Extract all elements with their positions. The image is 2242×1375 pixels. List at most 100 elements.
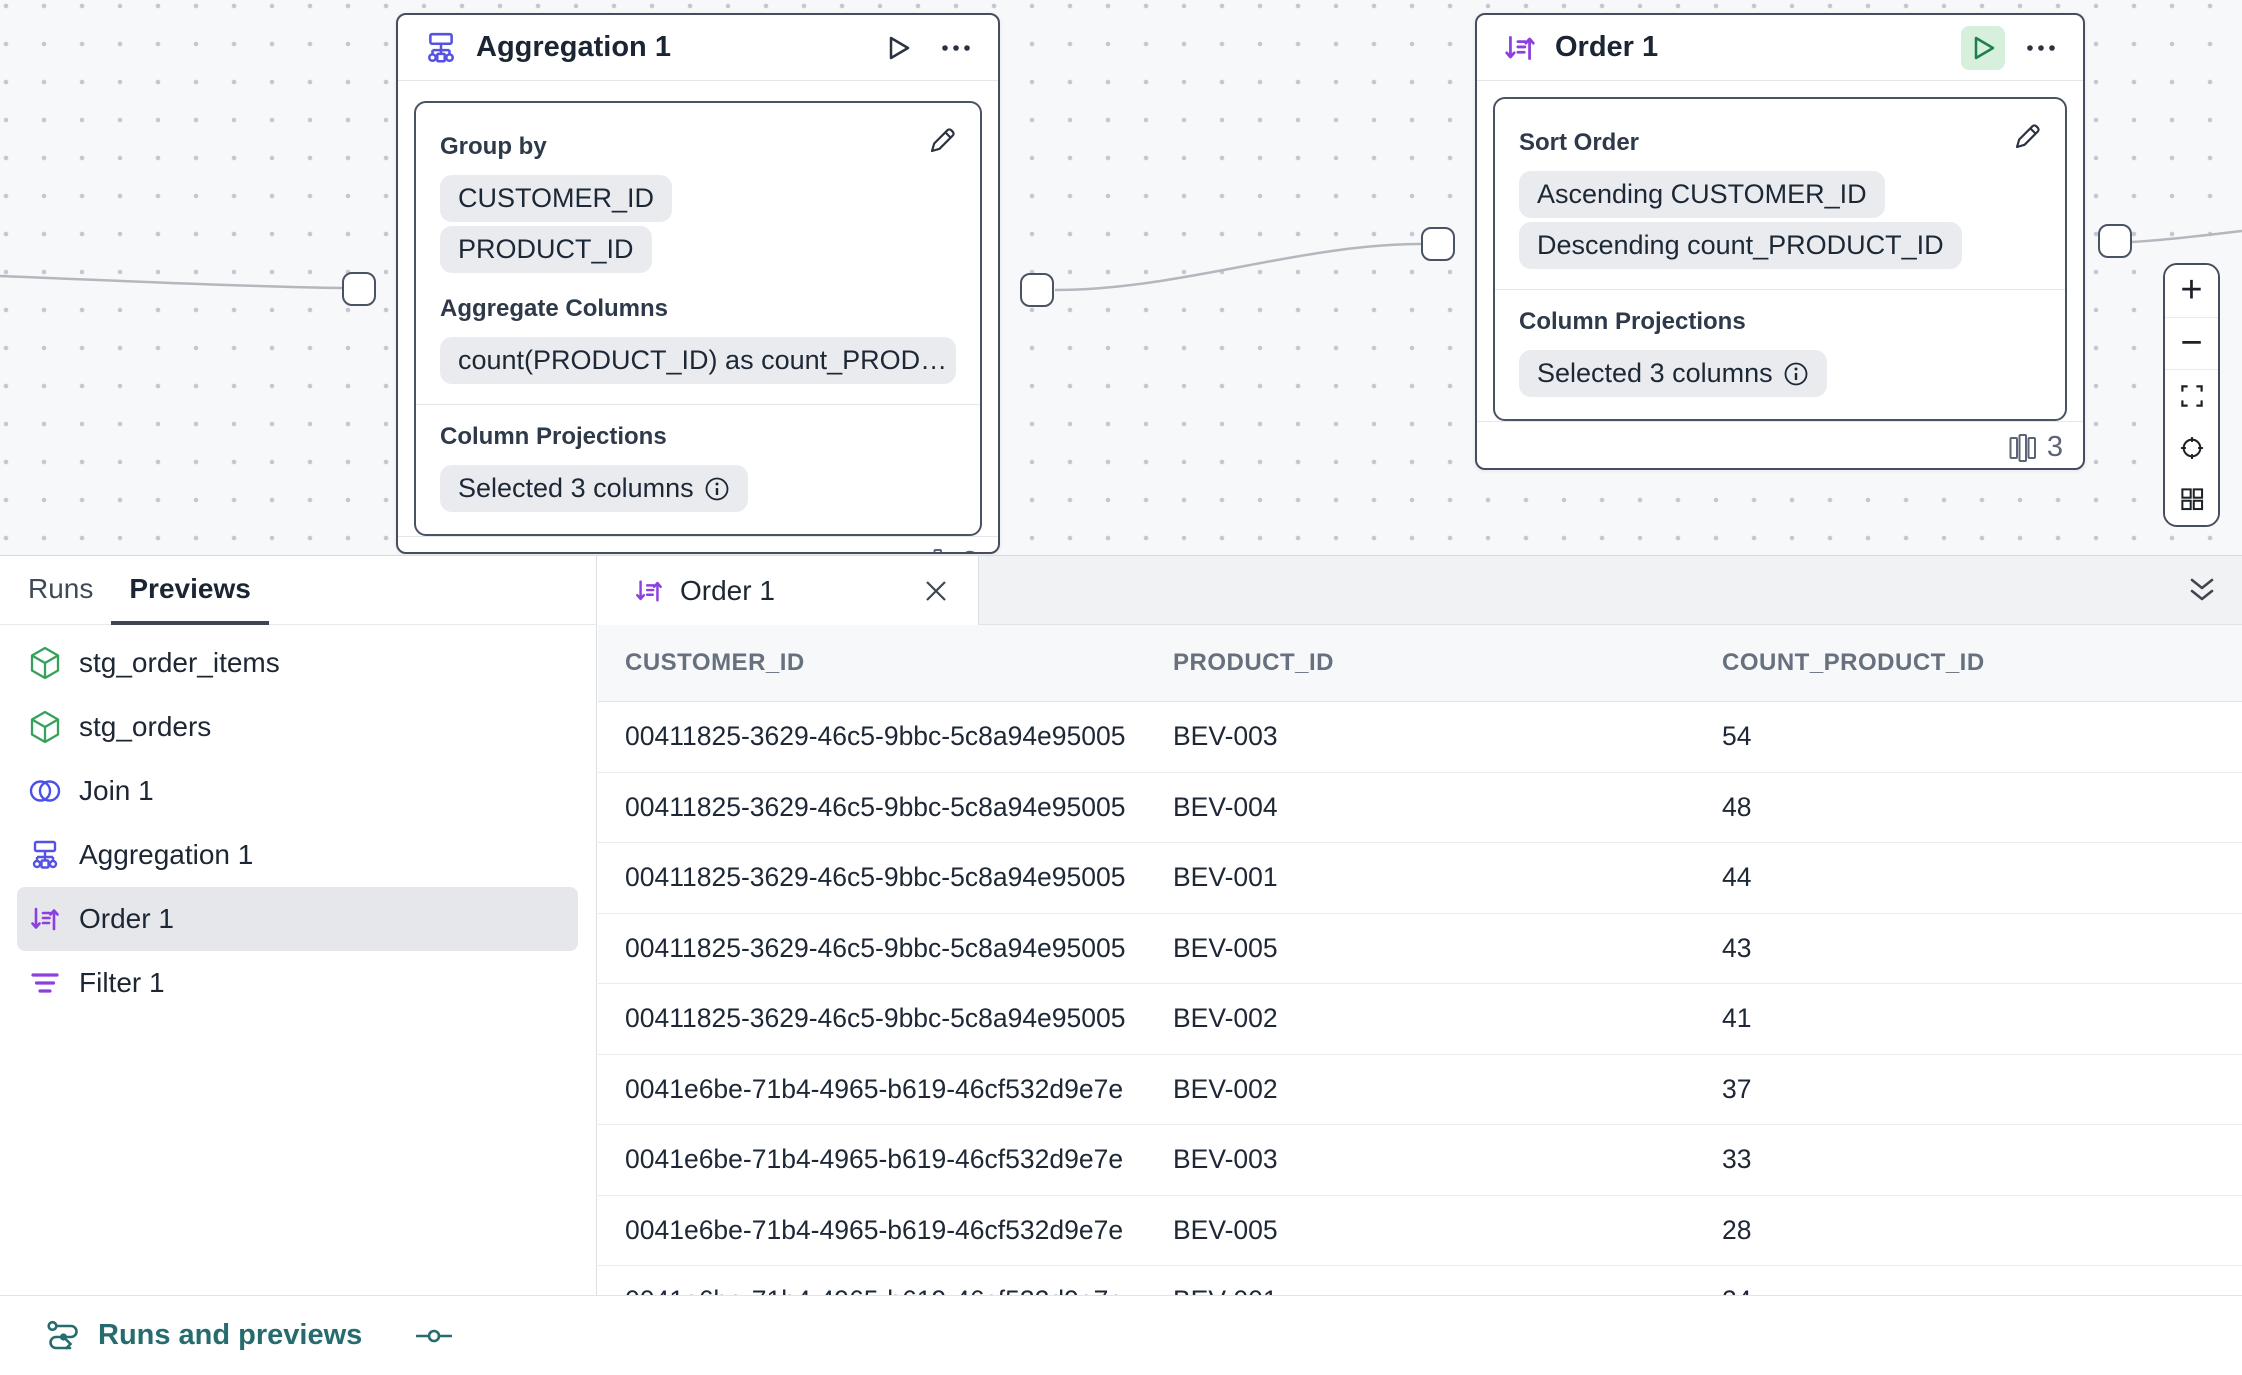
column-projections-pill: Selected 3 columns bbox=[1519, 350, 1827, 397]
node-list: stg_order_items stg_orders bbox=[0, 625, 596, 1015]
fit-to-screen-button[interactable] bbox=[2165, 370, 2218, 422]
sort-icon bbox=[1503, 31, 1537, 65]
table-cell: 44 bbox=[1722, 862, 1752, 893]
list-item-label: Order 1 bbox=[79, 903, 174, 934]
column-header[interactable]: PRODUCT_ID bbox=[1173, 649, 1335, 676]
bottom-panel: Runs Previews stg_order_items bbox=[0, 555, 2242, 1296]
info-icon[interactable] bbox=[704, 476, 730, 502]
sort-order-pill: Ascending CUSTOMER_ID bbox=[1519, 171, 1885, 218]
table-cell: 0041e6be-71b4-4965-b619-46cf532d9e7e bbox=[625, 1285, 1173, 1295]
dataset-cube-icon bbox=[28, 646, 62, 680]
sort-icon bbox=[634, 576, 664, 606]
pipeline-canvas[interactable]: Aggregation 1 Group by bbox=[0, 0, 2242, 555]
edit-pencil-icon[interactable] bbox=[2005, 115, 2049, 159]
runs-and-previews-label: Runs and previews bbox=[98, 1319, 363, 1351]
table-cell: BEV-002 bbox=[1173, 1003, 1278, 1034]
list-item-filter-1[interactable]: Filter 1 bbox=[17, 951, 578, 1015]
list-item-label: stg_order_items bbox=[79, 647, 280, 678]
table-cell: 00411825-3629-46c5-9bbc-5c8a94e95005 bbox=[625, 932, 1126, 963]
table-cell: 00411825-3629-46c5-9bbc-5c8a94e95005 bbox=[625, 1003, 1126, 1034]
canvas-zoom-toolbar: + − bbox=[2163, 263, 2220, 527]
table-cell: 48 bbox=[1722, 791, 1752, 822]
node-aggregation-1[interactable]: Aggregation 1 Group by bbox=[396, 13, 1000, 554]
table-cell: BEV-004 bbox=[1173, 791, 1278, 822]
group-by-pill: CUSTOMER_ID bbox=[440, 175, 673, 222]
more-options-button[interactable] bbox=[934, 26, 978, 70]
panel-tabbar: Runs Previews bbox=[0, 556, 596, 625]
table-cell: 0041e6be-71b4-4965-b619-46cf532d9e7e bbox=[625, 1214, 1124, 1245]
table-cell: BEV-005 bbox=[1173, 1214, 1278, 1245]
node-column-count[interactable]: 3 bbox=[1477, 421, 2083, 468]
aggregation-icon bbox=[424, 31, 458, 65]
output-port-aggregation[interactable] bbox=[1020, 273, 1054, 307]
filter-icon bbox=[28, 969, 62, 997]
edge-connectors bbox=[0, 229, 2242, 292]
table-row: 00411825-3629-46c5-9bbc-5c8a94e95005 BEV-… bbox=[598, 984, 2242, 1055]
info-icon[interactable] bbox=[1783, 361, 1809, 387]
list-item-stg-orders[interactable]: stg_orders bbox=[17, 695, 578, 759]
run-node-button[interactable] bbox=[1961, 25, 2005, 70]
table-cell: 28 bbox=[1722, 1214, 1752, 1245]
column-header[interactable]: CUSTOMER_ID bbox=[625, 649, 805, 676]
table-header-row: CUSTOMER_ID PRODUCT_ID COUNT_PRODUCT_ID bbox=[598, 625, 2242, 702]
group-by-pill: PRODUCT_ID bbox=[440, 226, 652, 273]
list-item-join-1[interactable]: Join 1 bbox=[17, 759, 578, 823]
table-cell: BEV-003 bbox=[1173, 721, 1278, 752]
runs-and-previews-toggle[interactable]: Runs and previews bbox=[46, 1319, 362, 1353]
run-node-button[interactable] bbox=[876, 26, 920, 70]
tab-previews[interactable]: Previews bbox=[111, 556, 269, 625]
table-row: 0041e6be-71b4-4965-b619-46cf532d9e7e BEV-… bbox=[598, 1195, 2242, 1266]
list-item-label: Aggregation 1 bbox=[79, 839, 254, 870]
node-header: Order 1 bbox=[1477, 15, 2083, 81]
close-icon[interactable] bbox=[918, 573, 954, 609]
column-projections-label: Column Projections bbox=[440, 423, 667, 450]
sort-icon bbox=[28, 903, 62, 935]
sort-order-label: Sort Order bbox=[1519, 129, 1640, 156]
pipeline-flow-icon bbox=[46, 1319, 82, 1353]
list-item-order-1[interactable]: Order 1 bbox=[17, 887, 578, 951]
list-item-label: Filter 1 bbox=[79, 967, 165, 998]
preview-tab-order-1[interactable]: Order 1 bbox=[598, 556, 979, 625]
preview-tab-title: Order 1 bbox=[680, 574, 775, 606]
node-column-count[interactable]: 3 bbox=[398, 536, 998, 552]
column-projections-label: Column Projections bbox=[1519, 308, 1746, 335]
more-options-button[interactable] bbox=[2019, 26, 2063, 70]
list-item-stg-order-items[interactable]: stg_order_items bbox=[17, 631, 578, 695]
table-cell: 43 bbox=[1722, 932, 1752, 963]
tab-runs[interactable]: Runs bbox=[28, 572, 94, 604]
node-config-card: Sort Order Ascending CUSTOMER_ID Descend… bbox=[1493, 97, 2067, 421]
commit-node-icon[interactable] bbox=[416, 1327, 453, 1345]
group-by-label: Group by bbox=[440, 133, 547, 160]
table-row: 0041e6be-71b4-4965-b619-46cf532d9e7e BEV-… bbox=[598, 1054, 2242, 1125]
node-title: Order 1 bbox=[1555, 31, 1659, 63]
status-bar: Runs and previews bbox=[0, 1295, 2242, 1375]
output-port-order[interactable] bbox=[2098, 224, 2132, 258]
input-port-order[interactable] bbox=[1421, 227, 1455, 261]
zoom-in-button[interactable]: + bbox=[2165, 265, 2218, 318]
table-cell: 0041e6be-71b4-4965-b619-46cf532d9e7e bbox=[625, 1144, 1124, 1175]
table-row: 0041e6be-71b4-4965-b619-46cf532d9e7eBEV-… bbox=[598, 1266, 2242, 1295]
locate-target-button[interactable] bbox=[2165, 421, 2218, 474]
table-cell: 0041e6be-71b4-4965-b619-46cf532d9e7e bbox=[625, 1073, 1124, 1104]
zoom-out-button[interactable]: − bbox=[2165, 317, 2218, 371]
column-header[interactable]: COUNT_PRODUCT_ID bbox=[1722, 649, 1985, 676]
layout-grid-button[interactable] bbox=[2165, 473, 2218, 525]
table-cell: 24 bbox=[1722, 1285, 2242, 1295]
node-config-card: Group by CUSTOMER_ID PRODUCT_ID Aggregat… bbox=[414, 101, 982, 536]
list-item-aggregation-1[interactable]: Aggregation 1 bbox=[17, 823, 578, 887]
aggregate-column-pill: count(PRODUCT_ID) as count_PROD… bbox=[440, 337, 956, 384]
panel-sidebar: Runs Previews stg_order_items bbox=[0, 556, 597, 1296]
input-port-aggregation[interactable] bbox=[342, 272, 376, 306]
edit-pencil-icon[interactable] bbox=[920, 119, 964, 163]
collapse-panel-chevrons-icon[interactable] bbox=[2182, 571, 2222, 611]
node-order-1[interactable]: Order 1 Sort Order bbox=[1475, 13, 2085, 470]
table-cell: BEV-002 bbox=[1173, 1073, 1278, 1104]
list-item-label: Join 1 bbox=[79, 775, 154, 806]
